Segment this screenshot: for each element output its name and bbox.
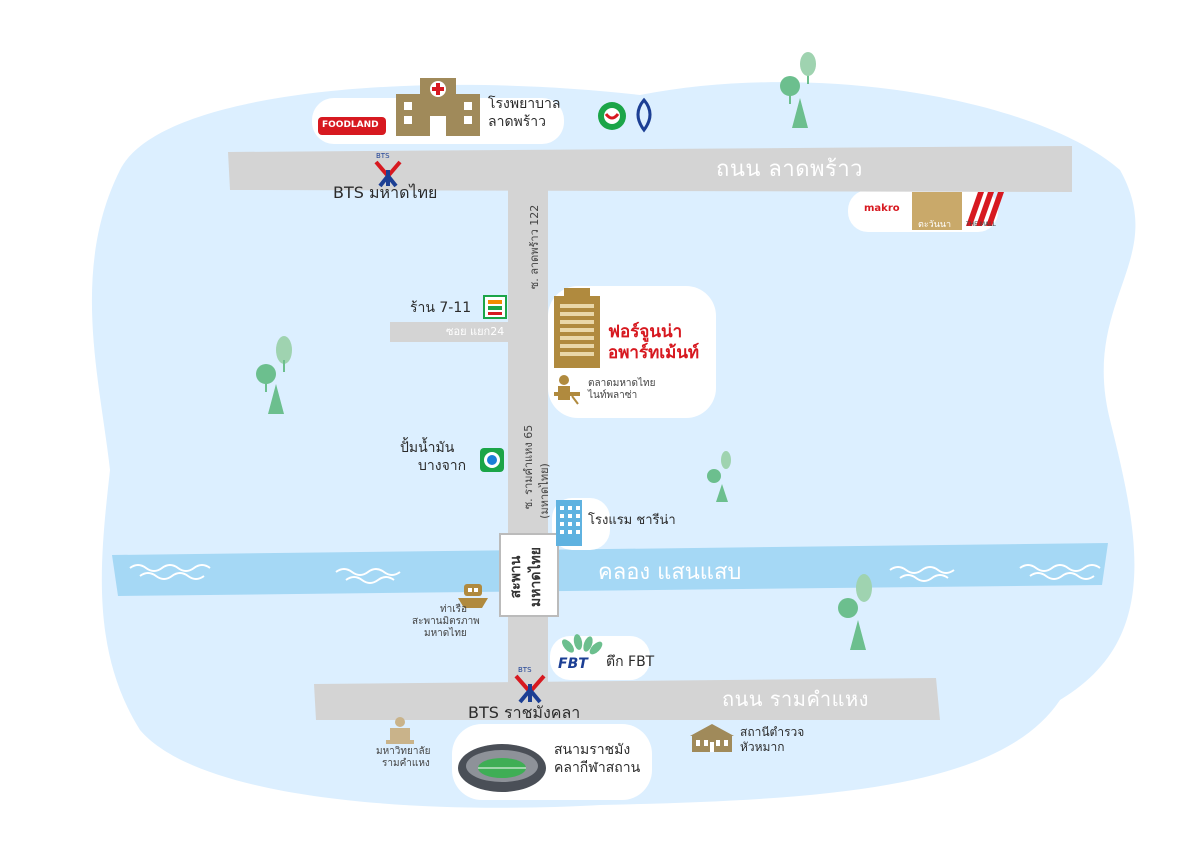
road-label-soi-yaek-24: ซอย แยก24	[446, 325, 505, 338]
tree-group-middle	[707, 451, 731, 502]
tree-group-top-right	[780, 52, 816, 128]
pier-label-line2: สะพานมิตรภาพ	[412, 616, 480, 627]
the-mall-label: THE MALL	[966, 221, 996, 228]
seven-eleven-logo	[483, 295, 507, 319]
hospital-label-line2: ลาดพร้าว	[488, 114, 547, 130]
bts-icon-top	[374, 160, 402, 188]
hospital-label-line1: โรงพยาบาล	[488, 96, 561, 112]
stadium-label-line2: คลากีฬาสถาน	[554, 760, 641, 776]
police-label-line2: หัวหมาก	[740, 740, 785, 754]
stadium-icon	[458, 744, 546, 792]
bangchak-logo	[480, 448, 504, 472]
bridge-label-line1: สะพาน	[508, 555, 524, 599]
fbt-logo-leaves	[562, 634, 603, 655]
university-label-line2: รามคำแหง	[382, 758, 430, 769]
bridge-deck	[499, 533, 559, 617]
bts-badge-bottom: BTS	[518, 666, 532, 674]
gas-label-line1: ปั้มน้ำมัน	[400, 440, 455, 456]
road-soi-65	[508, 176, 548, 706]
market-label-line2: ไนท์พลาซ่า	[588, 390, 638, 401]
makro-label: makro	[864, 203, 900, 214]
bts-badge-top: BTS	[376, 152, 390, 160]
pier-label-line3: มหาดไทย	[424, 628, 467, 639]
university-icon	[386, 717, 414, 744]
canal-waves	[129, 564, 1101, 584]
the-mall-logo	[966, 192, 1004, 226]
gas-label-line2: บางจาก	[418, 458, 467, 474]
bts-icon-bottom	[514, 674, 546, 704]
hospital-building-icon	[396, 78, 480, 136]
road-soi-yaek-24	[390, 322, 512, 342]
road-label-soi-ladprao-122: ซ. ลาดพร้าว 122	[528, 204, 541, 290]
seven-eleven-label: ร้าน 7-11	[410, 300, 472, 316]
tawanna-label: ตะวันนา	[918, 220, 952, 230]
bridge-label-line2: มหาดไทย	[528, 547, 544, 607]
hotel-label: โรงแรม ชารีน่า	[588, 513, 676, 528]
fbt-label: ตึก FBT	[606, 654, 655, 670]
fbt-area-bg	[550, 636, 650, 680]
university-label-line1: มหาวิทยาลัย	[376, 746, 431, 757]
road-ramkhamhaeng	[314, 678, 940, 720]
pier-label-line1: ท่าเรือ	[440, 604, 468, 615]
bank-logos	[598, 97, 652, 133]
stadium-label-line1: สนามราชมัง	[554, 742, 631, 758]
police-station-icon	[690, 724, 734, 752]
map-background-blob	[91, 82, 1136, 808]
fbt-logo-text: FBT	[558, 656, 588, 672]
road-label-ladprao: ถนน ลาดพร้าว	[716, 157, 864, 182]
canal-label: คลอง แสนแสบ	[598, 560, 742, 585]
foodland-label: FOODLAND	[322, 120, 379, 130]
tree-group-bottom-right	[838, 574, 872, 650]
road-label-ramkhamhaeng: ถนน รามคำแหง	[722, 687, 869, 711]
bts-ratchamangkhala-label: BTS ราชมังคลา	[468, 703, 581, 722]
fortune-label-line1: ฟอร์จูนน่า	[608, 322, 683, 342]
tawanna-logo	[912, 192, 962, 230]
fortune-label-line2: อพาร์ทเม้นท์	[608, 343, 700, 363]
tree-group-left	[256, 336, 292, 414]
road-label-soi-65-sub: (มหาดไทย)	[538, 463, 551, 519]
road-ladprao	[228, 146, 1072, 192]
bts-mahadthai-label: BTS มหาดไทย	[333, 183, 438, 202]
fortune-building-icon	[554, 288, 600, 368]
market-label-line1: ตลาดมหาดไทย	[588, 378, 656, 389]
police-label-line1: สถานีตำรวจ	[740, 725, 805, 739]
market-icon	[554, 375, 580, 405]
foodland-logo	[318, 117, 386, 135]
hotel-building-icon	[556, 500, 582, 546]
pier-boat-icon	[458, 584, 488, 608]
